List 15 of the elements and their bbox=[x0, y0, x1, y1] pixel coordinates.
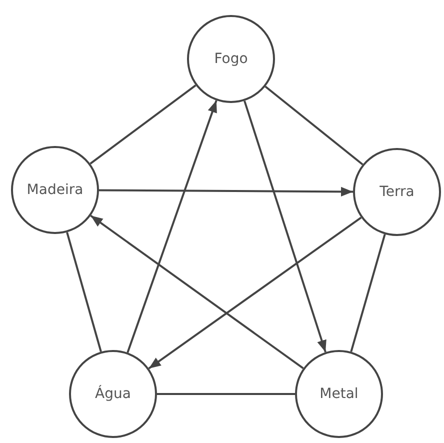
connector-line bbox=[157, 393, 295, 395]
element-label: Fogo bbox=[214, 51, 248, 67]
element-label: Água bbox=[95, 386, 131, 402]
arrow bbox=[99, 186, 353, 196]
arrow bbox=[90, 214, 304, 370]
connector-line bbox=[66, 232, 102, 352]
connector-line bbox=[264, 86, 364, 166]
element-label: Terra bbox=[380, 184, 414, 200]
arrow bbox=[126, 100, 218, 353]
element-label: Madeira bbox=[26, 182, 84, 198]
arrow bbox=[244, 100, 326, 352]
element-label: Metal bbox=[320, 386, 358, 402]
connector-line bbox=[90, 84, 196, 165]
connector-line bbox=[350, 234, 386, 352]
arrow bbox=[148, 216, 362, 370]
